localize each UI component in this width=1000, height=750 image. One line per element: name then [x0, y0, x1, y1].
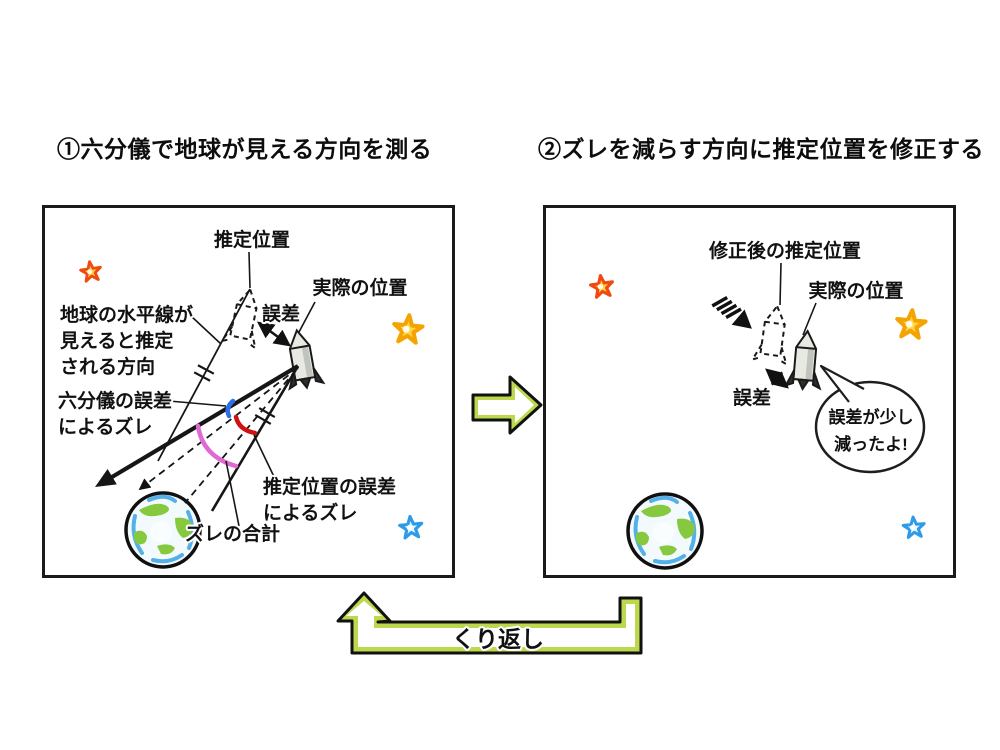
leader-corrected-position — [779, 262, 782, 306]
leader-actual-position — [802, 302, 817, 336]
error-label: 誤差 — [262, 302, 300, 325]
leader-actual-position — [298, 301, 316, 333]
sextant-error-arc — [225, 398, 236, 419]
repeat-loop-arrow: くり返し — [336, 591, 643, 655]
step2-panel: 修正後の推定位置 実際の位置 誤差 誤差が少し 減ったよ! — [543, 205, 956, 578]
leader-estimated-position — [248, 251, 251, 289]
speech-bubble — [814, 380, 926, 474]
sightline-dashed-2 — [184, 369, 297, 504]
speech-bubble-tail — [819, 364, 865, 403]
angle-tick-marks-1 — [193, 364, 215, 382]
step1-title: ①六分儀で地球が見える方向を測る — [57, 136, 433, 162]
horizon-direction-label-3: される方向 — [60, 355, 155, 378]
total-deviation-label: ズレの合計 — [185, 522, 280, 545]
measured-direction-arrowhead — [95, 469, 117, 487]
measured-direction-line — [105, 364, 300, 482]
error-double-arrow — [765, 368, 789, 389]
total-deviation-arc — [195, 423, 239, 469]
corrected-position-label: 修正後の推定位置 — [708, 239, 861, 262]
step2-title: ②ズレを減らす方向に推定位置を修正する — [538, 136, 985, 162]
star-gold-icon — [896, 309, 927, 338]
shift-arrow-icon — [711, 295, 752, 329]
speech-bubble-text-1: 誤差が少し — [829, 407, 914, 427]
earth-icon — [626, 492, 704, 570]
error-double-arrow — [256, 321, 292, 347]
sextant-error-label-2: によるズレ — [58, 415, 152, 438]
sextant-error-label-1: 六分儀の誤差 — [58, 389, 172, 412]
step-transition-arrow-inner — [478, 387, 534, 423]
leader-position-error — [253, 434, 279, 486]
sightline-to-earth-dashed — [138, 367, 299, 491]
error-label: 誤差 — [733, 386, 771, 409]
position-error-label-1: 推定位置の誤差 — [263, 475, 396, 498]
star-blue-icon — [901, 514, 927, 540]
leader-total-deviation — [225, 460, 240, 527]
speech-bubble-text-2: 減ったよ! — [834, 434, 908, 454]
leader-sextant-error — [168, 400, 227, 407]
estimated-position-label: 推定位置 — [214, 228, 290, 251]
leader-horizon-direction — [190, 315, 222, 345]
step-transition-arrow-icon — [471, 375, 543, 435]
actual-position-label: 実際の位置 — [312, 276, 407, 299]
step2-diagram: 修正後の推定位置 実際の位置 誤差 誤差が少し 減ったよ! — [587, 237, 953, 570]
star-orange-icon — [78, 258, 104, 284]
estimated-direction-line — [157, 288, 251, 462]
actual-rocket-icon — [784, 328, 826, 392]
actual-position-label: 実際の位置 — [808, 279, 903, 302]
repeat-loop-arrow-inner — [346, 601, 635, 647]
repeat-label: くり返し — [452, 626, 544, 652]
step1-panel: 推定位置 実際の位置 誤差 地球の水平線が 見えると推定 される方向 六分儀の誤… — [42, 205, 455, 578]
horizon-direction-label-1: 地球の水平線が — [60, 303, 193, 326]
horizon-direction-label-2: 見えると推定 — [60, 329, 173, 352]
position-error-arc — [233, 414, 258, 436]
estimated-rocket-icon — [220, 285, 268, 349]
star-gold-icon — [393, 314, 424, 343]
star-blue-icon — [397, 513, 425, 540]
corrected-rocket-icon — [751, 302, 796, 366]
position-error-label-2: によるズレ — [263, 501, 357, 524]
star-orange-icon — [587, 272, 616, 300]
step1-diagram: 推定位置 実際の位置 誤差 地球の水平線が 見えると推定 される方向 六分儀の誤… — [56, 226, 452, 569]
